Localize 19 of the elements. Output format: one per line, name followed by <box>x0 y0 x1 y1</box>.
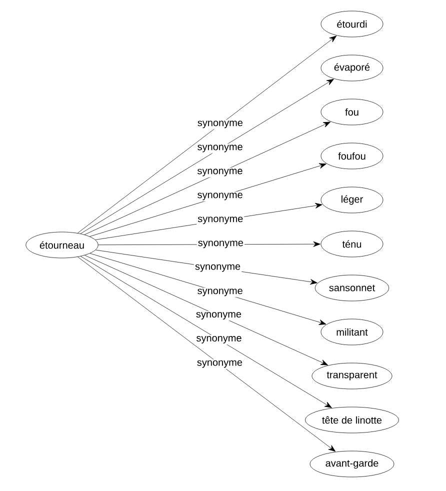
arrow <box>90 163 326 237</box>
edge-label: synonyme <box>196 359 244 369</box>
edge-label: synonyme <box>196 240 244 250</box>
edge-label: synonyme <box>196 144 244 154</box>
edge-label: synonyme <box>196 216 244 226</box>
arrow <box>80 78 334 234</box>
arrow <box>90 253 326 325</box>
arrow <box>77 36 337 234</box>
edge-label: synonyme <box>196 288 244 298</box>
arrow <box>84 255 328 366</box>
edge-label: synonyme <box>196 120 244 130</box>
arrow <box>84 122 331 235</box>
arrow <box>78 256 336 452</box>
arrow <box>80 256 332 408</box>
edge-label: synonyme <box>194 263 242 273</box>
edge-label: synonyme <box>196 168 244 178</box>
edge-label: synonyme <box>196 192 244 202</box>
edge-label: synonyme <box>194 311 243 321</box>
edge-label: synonyme <box>195 335 243 344</box>
